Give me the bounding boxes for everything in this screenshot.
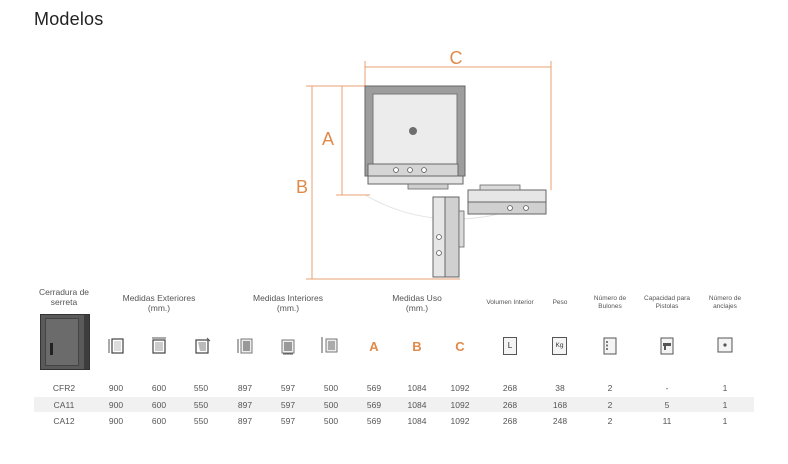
table-cell-peso: 38 [555,383,565,393]
weight-icon: Kg [552,337,567,355]
table-cell-peso: 248 [552,416,568,426]
table-cell-a: 569 [366,400,382,410]
label-a: A [322,129,334,149]
table-cell-i1: 897 [237,416,253,426]
table-cell-pis: - [665,383,669,393]
letter-c: C [455,339,465,354]
header-anclajes: Número de anclajes [708,295,742,310]
table-cell-vol: 268 [502,383,518,393]
table-cell-e1: 900 [108,416,124,426]
exterior-height-icon [108,338,124,354]
table-cell-e3: 550 [193,400,209,410]
table-cell-bul: 2 [607,400,613,410]
table-cell-vol: 268 [502,400,518,410]
interior-depth-icon [321,337,338,353]
table-cell-b: 1084 [407,383,427,393]
pistol-capacity-icon [660,337,674,355]
table-cell-e1: 900 [108,400,124,410]
letter-b: B [412,339,422,354]
table-cell-i2: 597 [280,383,296,393]
table-cell-e2: 600 [151,416,167,426]
letter-a: A [369,339,379,354]
label-b: B [296,177,308,197]
header-exteriores: Medidas Exteriores (mm.) [122,293,196,313]
table-cell-a: 569 [366,383,382,393]
header-uso: Medidas Uso (mm.) [392,293,442,313]
interior-width-icon [281,339,295,355]
table-cell-anc: 1 [722,416,728,426]
table-cell-e2: 600 [151,400,167,410]
table-cell-i1: 897 [237,400,253,410]
table-cell-e3: 550 [193,383,209,393]
table-cell-a: 569 [366,416,382,426]
table-cell-b: 1084 [407,400,427,410]
table-cell-b: 1084 [407,416,427,426]
anchors-icon [717,337,733,353]
table-cell-i2: 597 [280,400,296,410]
exterior-depth-icon [195,337,211,354]
table-cell-c: 1092 [450,383,470,393]
safe-dimensions-diagram: C A B [296,48,552,280]
header-cerradura: Cerradura de serreta [38,287,90,307]
model-name: CFR2 [52,383,76,393]
safe-photo [40,314,90,370]
table-cell-i3: 500 [323,383,339,393]
table-cell-anc: 1 [722,400,728,410]
table-cell-bul: 2 [607,416,613,426]
table-cell-i2: 597 [280,416,296,426]
table-cell-e2: 600 [151,383,167,393]
table-cell-pis: 5 [664,400,670,410]
table-cell-peso: 168 [552,400,568,410]
volume-icon: L [503,337,517,355]
table-cell-anc: 1 [722,383,728,393]
interior-height-icon [237,338,253,354]
bolts-icon [603,337,617,355]
row-stripe [34,397,754,412]
exterior-width-icon [152,337,166,354]
model-name: CA12 [53,416,75,426]
table-cell-i1: 897 [237,383,253,393]
table-cell-bul: 2 [607,383,613,393]
header-peso: Peso [552,299,568,306]
table-cell-i3: 500 [323,400,339,410]
page-title: Modelos [34,9,104,29]
header-pistolas: Capacidad para Pistolas [644,295,690,310]
table-cell-c: 1092 [450,400,470,410]
table-cell-e1: 900 [108,383,124,393]
header-volumen: Volumen Interior [486,299,534,306]
header-bulones: Número de Bulones [593,295,627,310]
label-c: C [450,48,463,68]
header-interiores: Medidas Interiores (mm.) [253,293,323,313]
table-cell-c: 1092 [450,416,470,426]
table-cell-pis: 11 [662,416,672,426]
table-cell-i3: 500 [323,416,339,426]
table-cell-e3: 550 [193,416,209,426]
model-name: CA11 [53,400,75,410]
table-cell-vol: 268 [502,416,518,426]
